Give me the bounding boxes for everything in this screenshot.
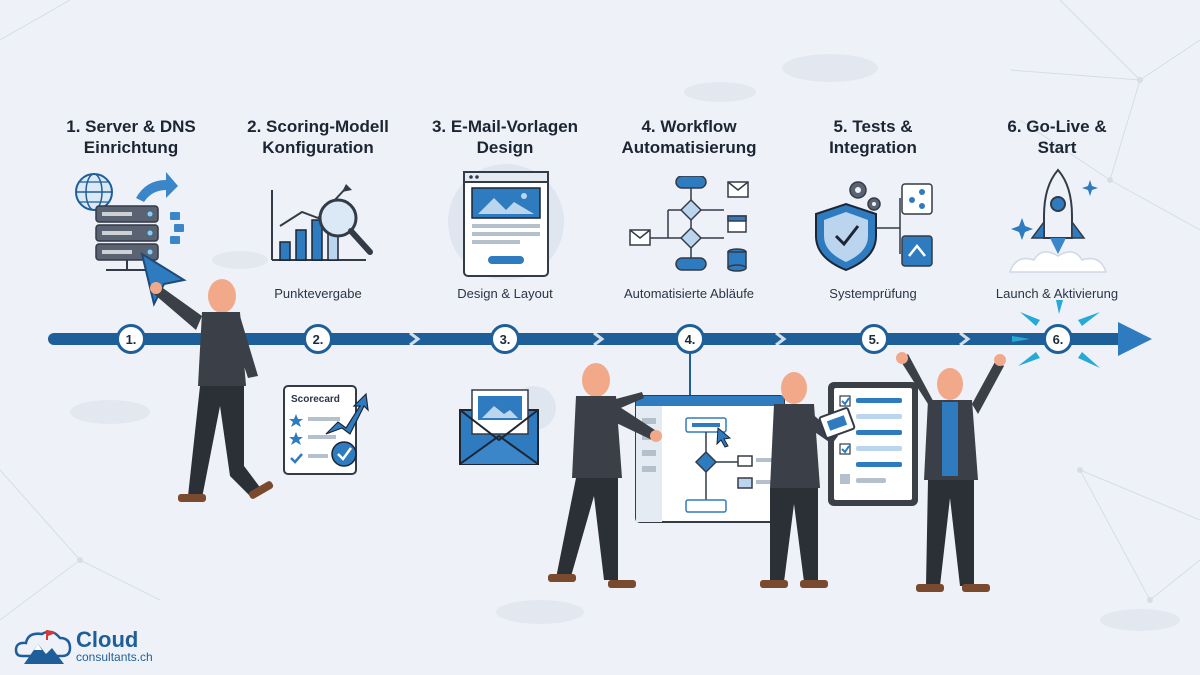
scorecard-label: Scorecard [291, 394, 340, 405]
envelope-icon [629, 181, 749, 246]
step-5-marker: 5. [859, 324, 889, 354]
rocket-icon [1030, 168, 1086, 254]
step-4-marker: 4. [675, 324, 705, 354]
person-with-tablet [760, 372, 856, 588]
step-5-subtitle: Systemprüfung [829, 286, 917, 301]
email-template-illustration [448, 164, 564, 280]
step-1-marker: 1. [116, 324, 146, 354]
workflow-flowchart-illustration [629, 176, 749, 272]
step-6-marker: 6. [1043, 324, 1073, 354]
magnifier-icon [318, 198, 373, 255]
workflow-screen-illustration [635, 395, 785, 523]
browser-layout-icon [463, 171, 549, 277]
gear-icon [849, 181, 881, 211]
step-3-subtitle: Design & Layout [457, 286, 553, 301]
step-4-subtitle: Automatisierte Abläufe [623, 286, 755, 301]
logo-text-main: Cloud [76, 626, 139, 652]
scoring-chart-illustration [271, 184, 373, 261]
cloud-mountain-icon [14, 630, 72, 664]
company-logo: Cloud consultants.ch [14, 626, 153, 666]
shield-check-icon [815, 202, 877, 272]
globe-icon [75, 173, 113, 211]
logo-text-sub: consultants.ch [76, 649, 153, 664]
database-icon [727, 248, 747, 272]
server-icon [95, 205, 159, 271]
flowchart-icon [648, 176, 724, 271]
tests-integration-illustration [815, 181, 933, 272]
person-pointing [548, 363, 662, 588]
step-3-marker: 3. [490, 324, 520, 354]
step-6-subtitle: Launch & Aktivierung [995, 286, 1119, 301]
sparkle-icon [1011, 180, 1098, 240]
share-icon [901, 183, 933, 215]
arrow-right-icon [136, 172, 178, 202]
step-5-title: 5. Tests &Integration [829, 117, 917, 157]
test-checklist-tablet [828, 382, 918, 506]
envelope-icon [459, 389, 539, 465]
star-icon [289, 414, 303, 445]
step-2-marker: 2. [303, 324, 333, 354]
person-celebrating [896, 352, 1006, 592]
step-2-subtitle: Punktevergabe [274, 286, 362, 301]
person-presenter [150, 279, 274, 502]
calendar-icon [727, 215, 747, 233]
rocket-illustration [1008, 168, 1108, 273]
email-envelope-illustration [459, 386, 556, 465]
scorecard-illustration: Scorecard [283, 385, 369, 475]
upload-icon [901, 235, 933, 267]
step-6-title: 6. Go-Live &Start [1007, 117, 1107, 157]
